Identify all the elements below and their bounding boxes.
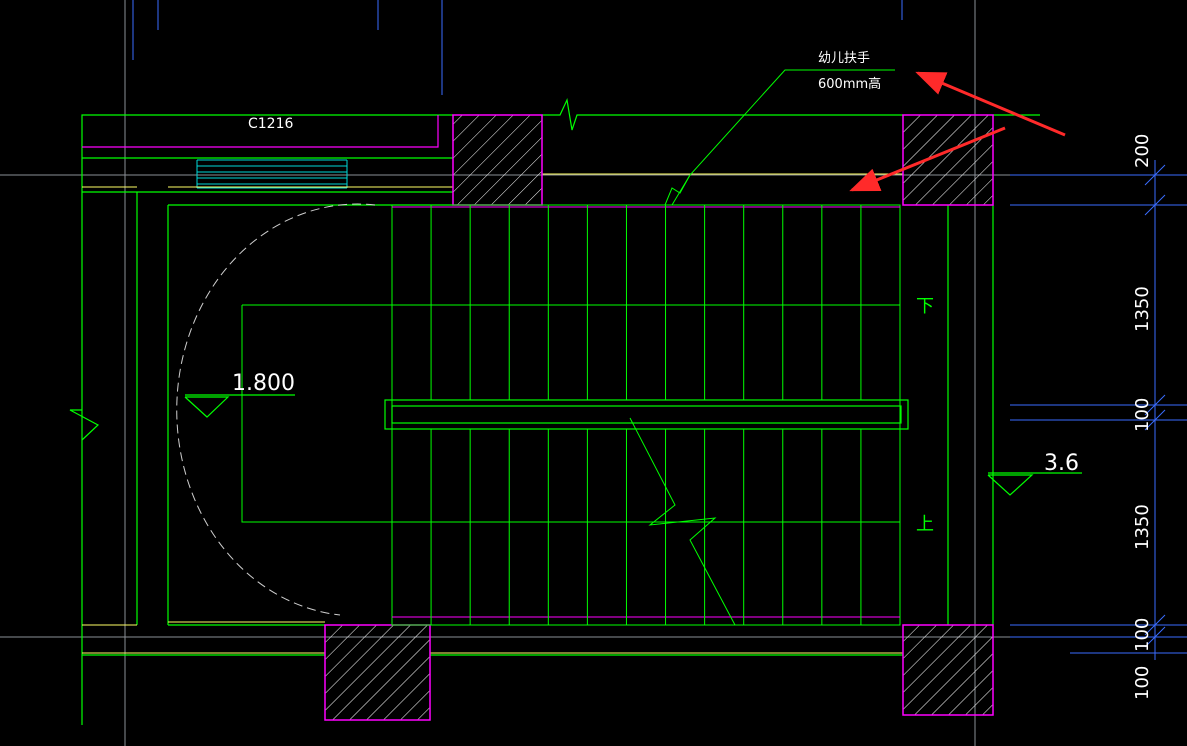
window-glazing bbox=[196, 159, 348, 189]
concrete-columns bbox=[324, 114, 994, 721]
floor-level-label: 3.6 bbox=[1044, 451, 1079, 476]
dim-label-3: 1350 bbox=[1132, 504, 1153, 550]
stair-flights bbox=[391, 204, 901, 626]
dim-label-1: 1350 bbox=[1132, 286, 1153, 332]
landing-level-label: 1.800 bbox=[232, 371, 295, 396]
column-bottom-middle bbox=[324, 624, 431, 721]
column-top-middle bbox=[452, 114, 543, 206]
level-markers bbox=[184, 394, 1082, 496]
down-mark: 下 bbox=[916, 296, 934, 317]
window-code-label: C1216 bbox=[248, 116, 293, 132]
dimension-labels: 200 1350 100 1350 100 100 bbox=[1132, 134, 1153, 700]
door-swing-arc bbox=[176, 203, 376, 616]
blue-reference-lines bbox=[132, 0, 1187, 654]
handrail-note-line2: 600mm高 bbox=[818, 76, 881, 92]
dimension-chain bbox=[1010, 160, 1187, 660]
dim-label-4: 100 bbox=[1132, 618, 1153, 652]
window-frame bbox=[82, 115, 439, 148]
handrail-leader bbox=[664, 69, 895, 206]
walls bbox=[69, 97, 1040, 725]
dim-label-0: 200 bbox=[1132, 134, 1153, 168]
column-top-right bbox=[902, 114, 994, 206]
yellow-lines bbox=[82, 173, 903, 654]
up-mark: 上 bbox=[916, 514, 934, 535]
handrail-note-line1: 幼儿扶手 bbox=[818, 51, 870, 66]
dim-label-2: 100 bbox=[1132, 398, 1153, 432]
dim-label-5: 100 bbox=[1132, 666, 1153, 700]
handrail-well bbox=[384, 399, 909, 430]
red-arrows bbox=[849, 71, 1066, 192]
stair-treads bbox=[430, 205, 862, 625]
walking-line bbox=[241, 304, 900, 626]
column-bottom-right bbox=[902, 624, 994, 716]
